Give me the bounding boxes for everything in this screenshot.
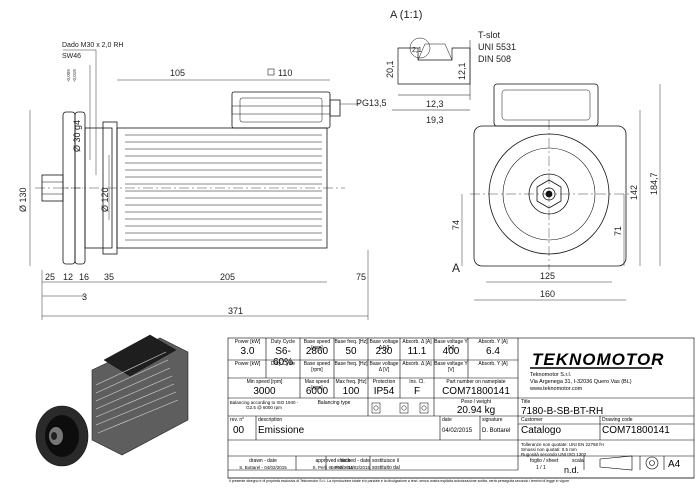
front-hex-nut (536, 179, 562, 209)
sw-label: SW46 (62, 53, 81, 60)
dim-d130: Ø 130 (18, 187, 28, 212)
section-marker: A (452, 261, 460, 275)
tslot-label-3: DIN 508 (478, 54, 511, 64)
tolerance-lower: -0,018 (72, 69, 77, 82)
side-view-dimension-lines (29, 49, 369, 320)
front-terminal-box (493, 83, 599, 127)
title-block-grid (227, 337, 695, 479)
tslot-profile (397, 47, 471, 85)
detail-a-view (392, 37, 471, 111)
tolerance-upper: -0,009 (66, 69, 71, 82)
dim-142: 142 (629, 185, 639, 200)
dim-20-1: 20,1 (385, 60, 395, 78)
motor-3d-render (35, 334, 189, 467)
front-view (470, 83, 630, 270)
dim-35: 35 (104, 272, 114, 282)
dim-2-1: 2,1 (412, 47, 422, 54)
dim-125: 125 (540, 271, 555, 281)
dim-160: 160 (540, 289, 555, 299)
dim-d120: Ø 120 (100, 187, 110, 212)
nut-label: Dado M30 x 2,0 RH (62, 42, 123, 49)
cooling-fins (125, 134, 322, 241)
dim-105: 105 (170, 68, 185, 78)
square-symbol-icon (267, 68, 275, 76)
dim-75: 75 (356, 272, 366, 282)
terminal-box (231, 91, 331, 129)
projection-symbol-icon (599, 455, 659, 471)
logo-text: TEKNOMOTOR (532, 350, 664, 369)
dim-19-3: 19,3 (426, 115, 444, 125)
dim-d30g4: Ø 30 g4 (72, 120, 82, 152)
tslot-label-1: T-slot (478, 30, 501, 40)
dim-110: 110 (278, 68, 292, 78)
dim-71: 71 (613, 226, 623, 236)
teknomotor-logo: TEKNOMOTOR (530, 350, 664, 369)
dim-371: 371 (228, 306, 243, 316)
balancing-icons (371, 402, 429, 414)
pg-label: PG13,5 (356, 98, 387, 108)
dim-16: 16 (79, 272, 89, 282)
section-title: A (1:1) (390, 9, 422, 21)
cable-gland (329, 99, 341, 117)
dim-3: 3 (82, 292, 87, 302)
dim-74: 74 (451, 220, 461, 230)
front-view-dimension-lines (461, 84, 661, 301)
dim-205: 205 (220, 272, 235, 282)
dim-12-1: 12,1 (457, 62, 467, 80)
detail-circle (409, 37, 431, 59)
dim-184-7: 184,7 (649, 172, 659, 195)
tslot-label-2: UNI 5531 (478, 42, 516, 52)
dim-12: 12 (63, 272, 73, 282)
dim-25: 25 (45, 272, 55, 282)
side-view (35, 91, 345, 265)
dim-12-3: 12,3 (426, 99, 444, 109)
